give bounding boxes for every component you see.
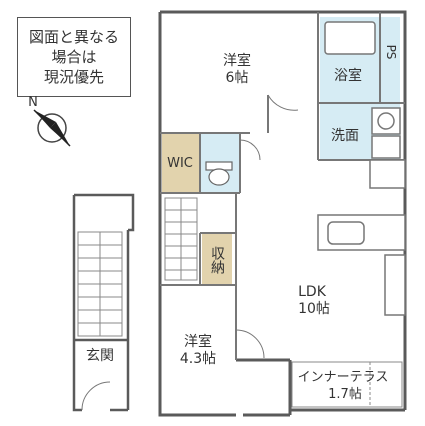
storage-name: 収納 — [209, 246, 225, 275]
notice-box: 図面と異なる 場合は 現況優先 — [17, 17, 131, 97]
interior-walls — [160, 12, 405, 360]
ps-name: PS — [384, 45, 398, 60]
washroom-name: 洗面 — [331, 128, 359, 144]
storage-fill — [202, 233, 232, 285]
wic-name: WIC — [167, 156, 193, 171]
notice-line-3: 現況優先 — [43, 68, 104, 86]
notice-line-2: 場合は — [51, 48, 97, 66]
terrace-outline — [291, 361, 403, 408]
western2-size: 4.3帖 — [180, 351, 216, 367]
entrance-name: 玄関 — [86, 347, 114, 364]
western1-name: 洋室 — [223, 52, 251, 69]
toilet-icon — [205, 161, 233, 186]
kitchen-fixtures — [317, 159, 406, 316]
ldk-size: 10帖 — [298, 301, 330, 317]
stairs-lower — [77, 231, 123, 337]
door-swings — [235, 94, 299, 359]
wic-fill — [162, 133, 200, 193]
western2-name: 洋室 — [184, 333, 212, 350]
bath-name: 浴室 — [334, 67, 362, 84]
wash-basin-icon — [371, 107, 401, 159]
bathtub-icon — [324, 21, 376, 55]
compass-north-label: N — [28, 95, 38, 110]
ps-fill — [380, 17, 400, 103]
western1-size: 6帖 — [226, 70, 249, 86]
entrance-walls — [72, 193, 135, 412]
stairs-upper — [164, 197, 198, 281]
north-compass-icon: N — [28, 95, 71, 147]
terrace-size: 1.7帖 — [328, 387, 362, 402]
terrace-name: インナーテラス — [298, 370, 389, 385]
notice-line-1: 図面と異なる — [28, 28, 119, 46]
ldk-name: LDK — [298, 284, 327, 300]
entrance-door-swing — [81, 381, 111, 411]
